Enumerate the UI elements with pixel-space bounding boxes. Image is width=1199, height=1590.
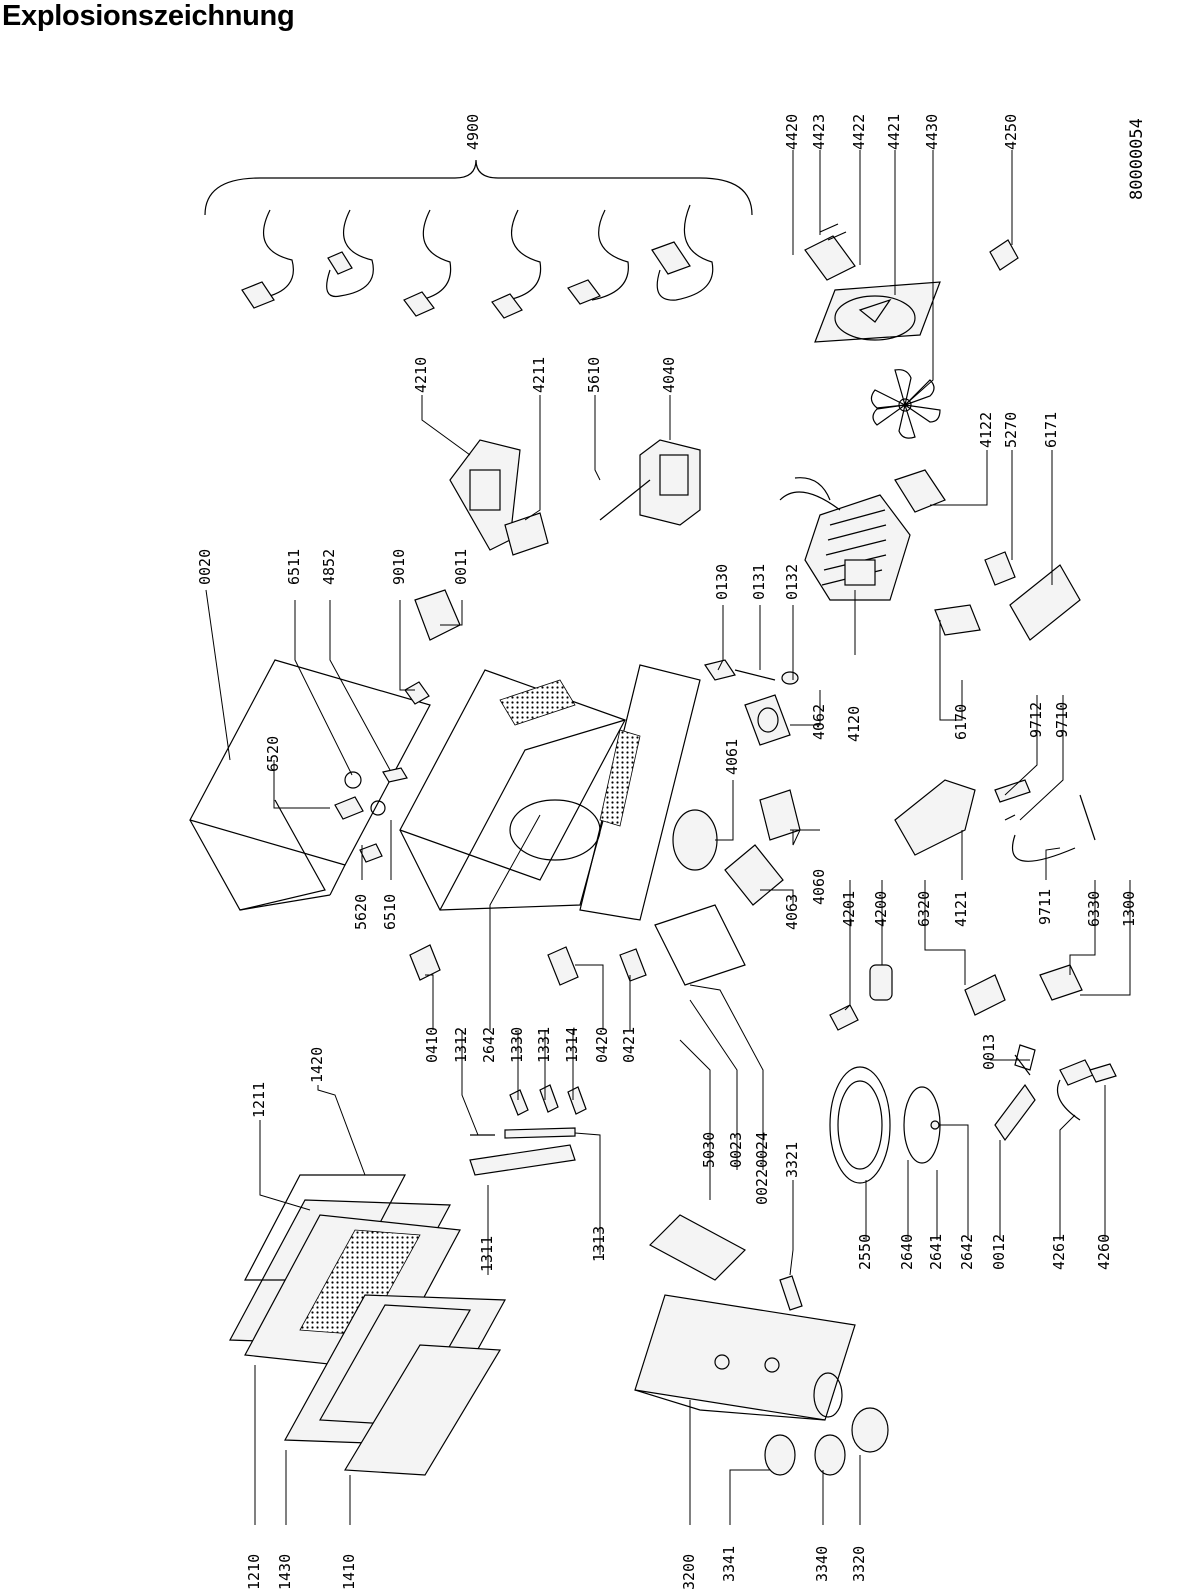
part-label: 4420 [783,114,801,150]
part-label: 3320 [850,1546,868,1582]
part-label: 1210 [245,1554,263,1590]
part-label: 5610 [585,357,603,393]
part-label: 4422 [850,114,868,150]
part-label: 0420 [593,1027,611,1063]
part-label: 6170 [952,704,970,740]
part-label: 9711 [1036,889,1054,925]
document-number: 80000054 [1127,118,1147,200]
part-label: 5270 [1002,412,1020,448]
part-label: 6171 [1042,412,1060,448]
part-label: 2641 [927,1234,945,1270]
part-label: 3200 [680,1554,698,1590]
power-cord-set [241,204,714,319]
part-label: 0130 [713,564,731,600]
part-label: 1410 [340,1554,358,1590]
part-label: 2642 [480,1027,498,1063]
part-label: 1314 [563,1027,581,1063]
part-label: 1330 [508,1027,526,1063]
part-label: 4121 [952,891,970,927]
part-label: 4063 [783,894,801,930]
part-label: 6510 [381,894,399,930]
part-label: 2642 [958,1234,976,1270]
part-label: 0011 [452,549,470,585]
part-label: 4120 [845,706,863,742]
part-label: 5030 [700,1132,718,1168]
part-label: 1313 [590,1226,608,1262]
part-label: 0132 [783,564,801,600]
part-label: 5620 [352,894,370,930]
part-label: 1420 [308,1047,326,1083]
part-label: 0013 [980,1034,998,1070]
part-label: 1430 [276,1554,294,1590]
part-label: 0024 [753,1132,771,1168]
part-label: 0023 [727,1132,745,1168]
part-label: 9710 [1053,702,1071,738]
part-label: 2550 [856,1234,874,1270]
part-label: 4060 [810,869,828,905]
part-label: 4900 [464,114,482,150]
part-label: 4122 [977,412,995,448]
part-label: 6511 [285,549,303,585]
page-title: Explosionszeichnung [2,0,295,32]
part-labels: 4900 4420 4423 4422 4421 4430 4250 4210 … [196,114,1138,1590]
part-label: 0012 [990,1234,1008,1270]
part-label: 4210 [412,357,430,393]
part-label: 4423 [810,114,828,150]
part-label: 1300 [1120,891,1138,927]
part-label: 3321 [783,1142,801,1178]
part-label: 6320 [915,891,933,927]
part-label: 4062 [810,704,828,740]
part-label: 0131 [750,564,768,600]
part-label: 4040 [660,357,678,393]
part-label: 4430 [923,114,941,150]
part-label: 4250 [1002,114,1020,150]
drawing-artwork [189,159,1117,1476]
part-label: 9712 [1027,702,1045,738]
part-label: 1312 [452,1027,470,1063]
part-label: 4260 [1095,1234,1113,1270]
part-label: 0022 [753,1169,771,1205]
fan-blade [870,369,941,439]
part-label: 0020 [196,549,214,585]
part-label: 4261 [1050,1234,1068,1270]
part-label: 6330 [1085,891,1103,927]
part-label: 4201 [840,891,858,927]
part-label: 4211 [530,357,548,393]
part-label: 9010 [390,549,408,585]
part-label: 1331 [535,1027,553,1063]
part-label: 4852 [320,549,338,585]
part-label: 3341 [720,1546,738,1582]
part-label: 1211 [250,1082,268,1118]
part-label: 1311 [478,1236,496,1272]
part-label: 3340 [813,1546,831,1582]
leader-lines [205,150,1131,1525]
part-label: 4061 [723,739,741,775]
part-label: 2640 [898,1234,916,1270]
part-label: 0421 [620,1027,638,1063]
part-label: 6520 [264,736,282,772]
part-label: 4200 [872,891,890,927]
part-label: 0410 [423,1027,441,1063]
part-label: 4421 [885,114,903,150]
